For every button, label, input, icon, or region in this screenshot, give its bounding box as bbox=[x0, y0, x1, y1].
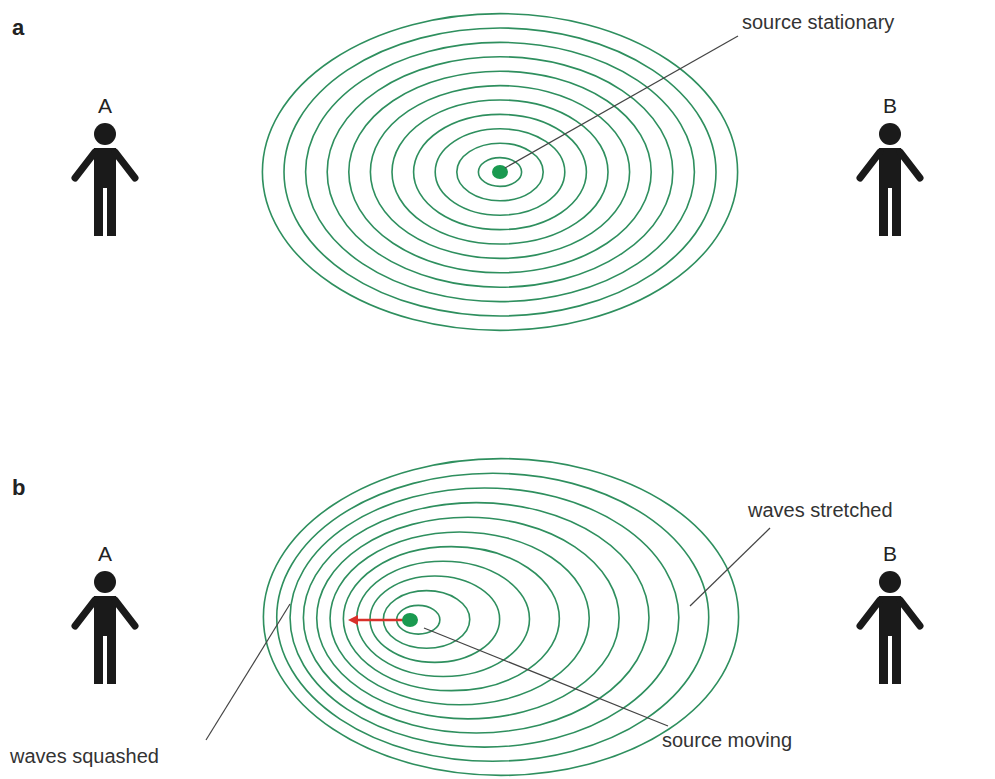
callout-text: waves stretched bbox=[748, 498, 893, 522]
panel-letter: a bbox=[12, 16, 24, 40]
callout-text: source moving bbox=[662, 728, 792, 752]
wave-ring bbox=[457, 143, 543, 201]
wave-ring bbox=[435, 129, 565, 215]
wave-ring bbox=[370, 86, 629, 259]
wave-ring bbox=[263, 459, 738, 776]
wave-ring bbox=[397, 605, 440, 634]
wave-ring bbox=[303, 503, 649, 733]
motion-arrow bbox=[356, 619, 404, 622]
callout-text: waves squashed bbox=[10, 744, 159, 768]
callout-text: source stationary bbox=[742, 10, 894, 34]
wave-ring bbox=[290, 488, 679, 747]
leader-lines bbox=[206, 36, 770, 740]
wave-rings bbox=[262, 14, 737, 331]
observer-figure bbox=[860, 123, 920, 236]
wave-ring bbox=[414, 114, 587, 229]
wave-ring bbox=[327, 57, 673, 287]
wave-ring bbox=[306, 42, 695, 301]
wave-ring bbox=[277, 473, 709, 761]
source-dot bbox=[402, 613, 418, 627]
wave-ring bbox=[392, 100, 608, 244]
arrow-head bbox=[348, 615, 358, 625]
wave-ring bbox=[262, 14, 737, 331]
observer-label: A bbox=[98, 94, 112, 118]
wave-ring bbox=[349, 71, 651, 273]
wave-rings bbox=[263, 459, 738, 776]
observer-figure bbox=[75, 123, 135, 236]
panel-letter: b bbox=[12, 476, 25, 500]
observer-figure bbox=[860, 571, 920, 684]
observer-label: B bbox=[883, 94, 897, 118]
wave-ring bbox=[357, 561, 530, 676]
wave-ring bbox=[284, 28, 716, 316]
observer-label: B bbox=[883, 542, 897, 566]
observer-figure bbox=[75, 571, 135, 684]
observer-label: A bbox=[98, 542, 112, 566]
